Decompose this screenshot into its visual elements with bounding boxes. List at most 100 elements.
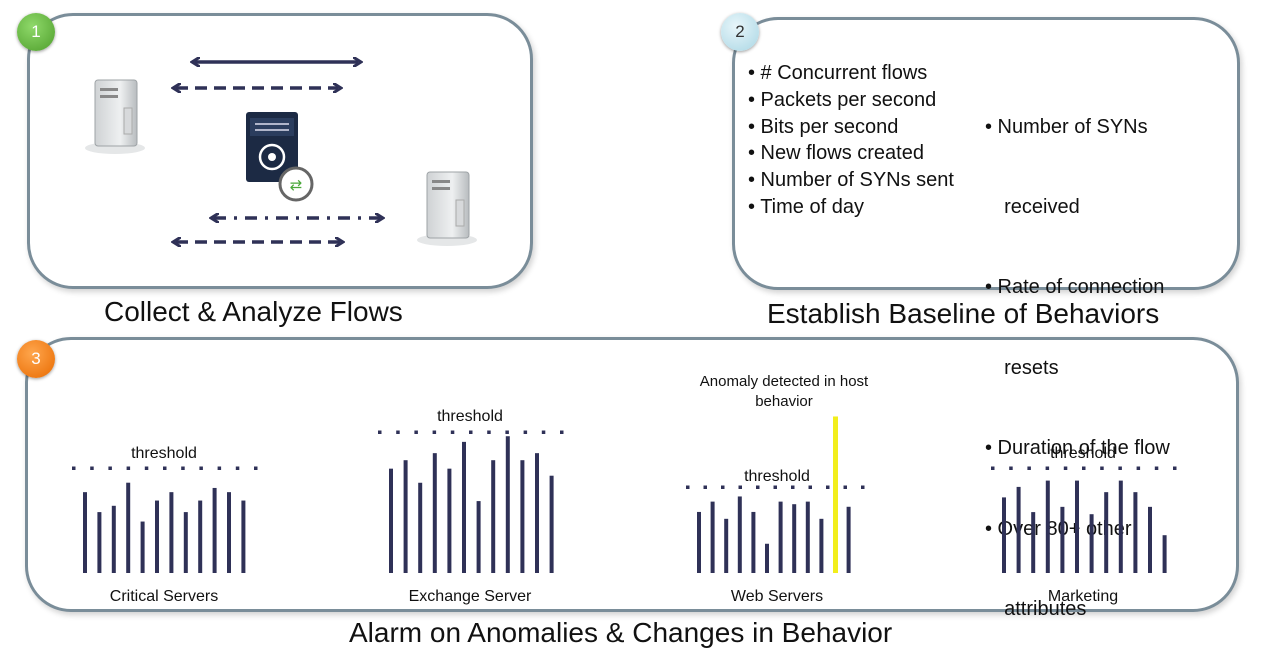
threshold-dot [541,430,546,434]
threshold-dot [808,485,812,489]
group-label: Marketing [1047,588,1119,605]
threshold-dot [235,466,240,470]
baseline-item: • # Concurrent flows [748,62,928,84]
network-switch-icon: ⇄ [246,112,314,202]
threshold-dot [1136,466,1141,470]
threshold-dot [1045,466,1050,470]
bar [805,501,810,573]
threshold-dot [396,430,400,434]
threshold-dot [414,430,418,434]
threshold-dot [1100,466,1104,470]
bar [155,500,159,573]
bar [1148,506,1152,573]
threshold-dot [469,430,473,434]
bar [403,460,408,573]
threshold-dot [560,430,564,434]
baseline-panel [732,17,1240,290]
bar [751,511,756,573]
anomaly-bar [833,416,838,573]
threshold-dot [144,466,149,470]
caption-baseline: Establish Baseline of Behaviors [767,298,1160,329]
bar [1031,512,1036,573]
caption-collect: Collect & Analyze Flows [104,296,403,327]
threshold-dot [217,466,222,470]
bar [198,500,203,573]
baseline-item: • New flows created [748,142,924,165]
threshold-dot [72,466,76,470]
threshold-dot [450,430,455,434]
bar [491,460,496,573]
threshold-dot [791,485,795,489]
baseline-item: • Number of SYNs [985,115,1148,138]
bar [724,518,729,573]
threshold-dot [1063,466,1068,470]
threshold-dot [163,466,167,470]
bar [169,492,174,573]
threshold-dot [843,485,847,489]
bar [1016,486,1021,573]
bar [462,441,466,573]
threshold-dot [1173,466,1177,470]
bar [432,453,437,573]
server-icon [417,171,477,246]
bar [1104,492,1109,573]
threshold-dot [1154,466,1159,470]
bar [737,496,742,573]
threshold-label: threshold [744,468,810,485]
bar [1060,506,1065,573]
bar [97,512,102,573]
bar [1045,480,1050,573]
threshold-dot [991,466,995,470]
baseline-item: • Duration of the flow [985,437,1170,460]
step-badge-1: 1 [17,13,55,51]
bar [505,436,510,573]
step-badge-2: 2 [721,13,759,51]
bar [140,521,145,573]
threshold-dot [1118,466,1122,470]
bar [1133,492,1138,573]
group-label: Critical Servers [109,588,219,605]
baseline-item: • Bits per second [748,115,899,138]
bar [476,501,481,573]
threshold-label: threshold [437,408,503,425]
group-label: Web Servers [730,588,824,605]
bar [83,492,87,573]
threshold-dot [378,430,382,434]
threshold-dot [254,466,258,470]
baseline-item: received [993,195,1080,218]
step-badge-3: 3 [17,340,55,378]
bar [697,511,701,573]
threshold-dot [1027,466,1031,470]
bar [183,512,188,573]
caption-alarm: Alarm on Anomalies & Changes in Behavior [349,617,893,648]
threshold-dot [826,485,830,489]
baseline-item: • Number of SYNs sent [748,169,954,192]
bar [1002,497,1006,573]
bar [765,543,769,573]
group-label: Exchange Server [408,588,532,605]
threshold-label: threshold [131,445,197,462]
bar [227,492,231,573]
bar [520,460,525,573]
threshold-dot [738,485,742,489]
baseline-item: • Packets per second [748,88,937,111]
baseline-item: attributes [993,597,1087,620]
bar [792,504,797,573]
threshold-dot [1082,466,1086,470]
anomaly-label: Anomaly detected in host behavior [699,373,869,410]
baseline-item: resets [993,356,1059,379]
threshold-dot [1009,466,1013,470]
bar [710,501,715,573]
bar [126,482,131,573]
bar [418,482,423,573]
threshold-dot [199,466,203,470]
threshold-dot [126,466,131,470]
baseline-list-a: • # Concurrent flows • Packets per secon… [748,60,954,221]
svg-text:⇄: ⇄ [290,176,303,194]
threshold-dot [487,430,491,434]
threshold-dot [505,430,509,434]
threshold-dot [108,466,112,470]
baseline-item: • Time of day [748,195,864,218]
